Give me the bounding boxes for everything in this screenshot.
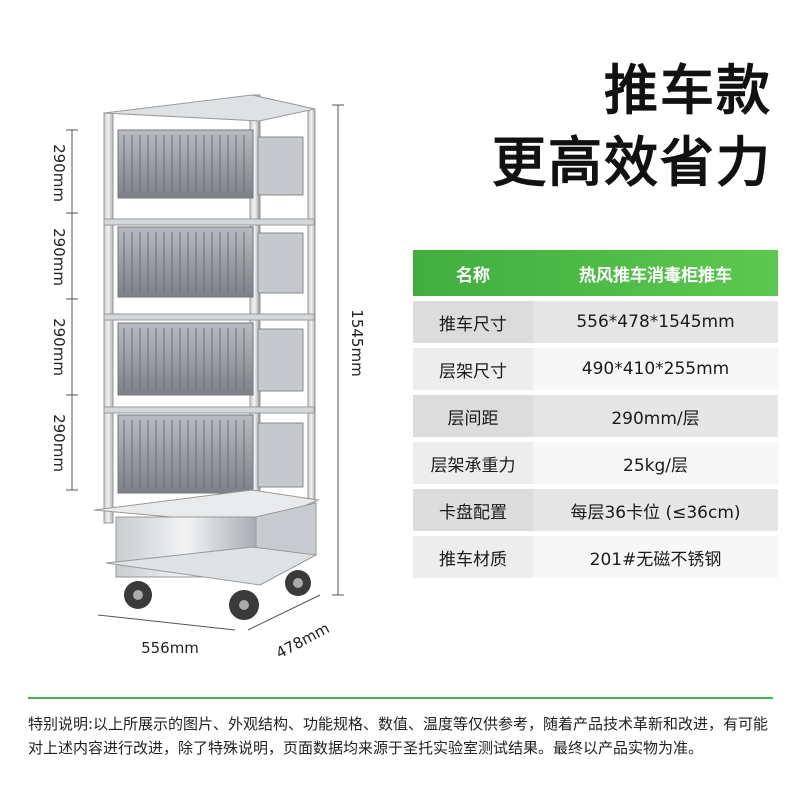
spec-key: 层间距 xyxy=(413,395,533,437)
basket-level-3 xyxy=(117,322,304,396)
spec-value: 556*478*1545mm xyxy=(533,301,778,343)
basket-level-2 xyxy=(117,226,304,298)
spec-row-material: 推车材质 201#无磁不锈钢 xyxy=(413,536,778,578)
layer-spacing-label-3: 290mm xyxy=(50,318,68,376)
cart-product-image: 290mm 290mm 290mm 290mm 1545mm 556mm 478… xyxy=(50,94,366,662)
spec-table: 名称 热风推车消毒柜推车 推车尺寸 556*478*1545mm 层架尺寸 49… xyxy=(413,250,778,583)
spec-value: 25kg/层 xyxy=(533,442,778,484)
depth-label: 478mm xyxy=(273,619,333,662)
spec-key: 推车材质 xyxy=(413,536,533,578)
spec-key: 卡盘配置 xyxy=(413,489,533,531)
width-label: 556mm xyxy=(141,639,199,657)
spec-value: 201#无磁不锈钢 xyxy=(533,536,778,578)
height-label: 1545mm xyxy=(348,309,366,376)
spec-header-value: 热风推车消毒柜推车 xyxy=(579,265,732,286)
spec-value: 每层36卡位 (≤36cm) xyxy=(533,489,778,531)
basket-level-4 xyxy=(117,414,304,494)
wheel-icon xyxy=(124,570,311,620)
spec-key: 推车尺寸 xyxy=(413,301,533,343)
spec-row-shelf-size: 层架尺寸 490*410*255mm xyxy=(413,348,778,390)
spec-row-tray-config: 卡盘配置 每层36卡位 (≤36cm) xyxy=(413,489,778,531)
layer-spacing-label-4: 290mm xyxy=(50,414,68,472)
spec-row-load-capacity: 层架承重力 25kg/层 xyxy=(413,442,778,484)
spec-row-cart-size: 推车尺寸 556*478*1545mm xyxy=(413,301,778,343)
spec-table-header: 名称 热风推车消毒柜推车 xyxy=(413,250,778,296)
layer-spacing-label-2: 290mm xyxy=(50,228,68,286)
spec-header-key: 名称 xyxy=(456,265,490,286)
basket-level-1 xyxy=(117,129,304,199)
spec-key: 层架承重力 xyxy=(413,442,533,484)
spec-row-layer-spacing: 层间距 290mm/层 xyxy=(413,395,778,437)
spec-key: 层架尺寸 xyxy=(413,348,533,390)
headline-title: 推车款 xyxy=(604,59,772,122)
footer-divider xyxy=(28,697,773,699)
spec-value: 290mm/层 xyxy=(533,395,778,437)
spec-value: 490*410*255mm xyxy=(533,348,778,390)
disclaimer-note: 特别说明:以上所展示的图片、外观结构、功能规格、数值、温度等仅供参考，随着产品技… xyxy=(28,715,769,757)
layer-spacing-label-1: 290mm xyxy=(50,144,68,202)
headline-subtitle: 更高效省力 xyxy=(492,131,772,194)
